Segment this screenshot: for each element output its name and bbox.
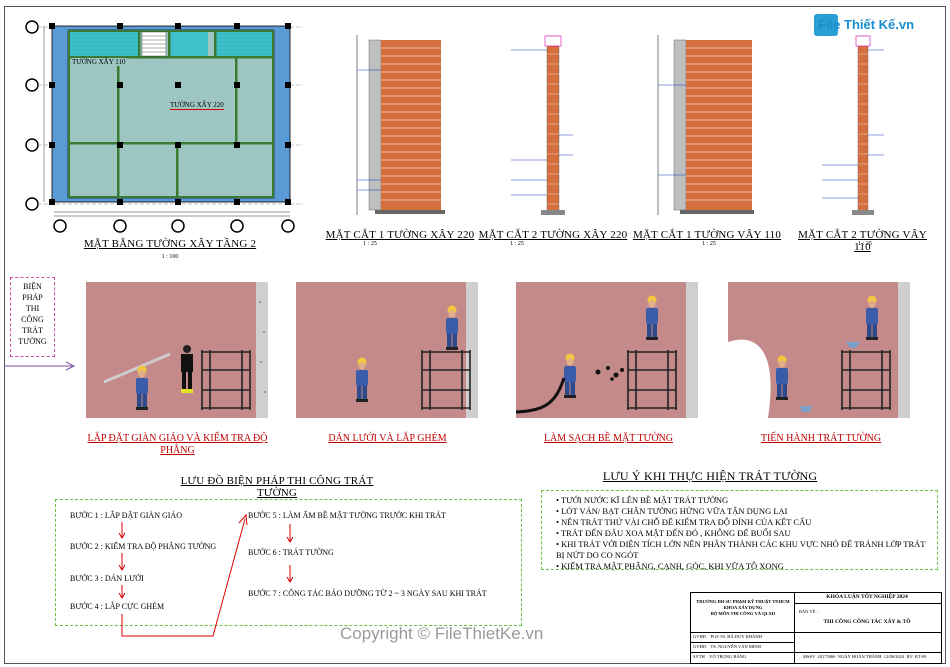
section-4-title: MẶT CẮT 2 TƯỜNG VÂY 110: [798, 229, 927, 253]
scene-2-caption: DÁN LƯỚI VÀ LẮP GHÉM: [328, 433, 447, 444]
notes-list: • TƯỚI NƯỚC KĨ LÊN BỀ MẶT TRÁT TƯỜNG • L…: [556, 495, 934, 572]
scene-3-caption: LÀM SẠCH BỀ MẶT TƯỜNG: [543, 433, 674, 444]
note-item: • KHI TRÁT VỚI DIỆN TÍCH LỚN NÊN PHÂN TH…: [556, 539, 926, 560]
flow-step-3: BƯỚC 3 : DÁN LƯỚI: [70, 574, 144, 583]
section-2-fence-110: [822, 35, 884, 215]
flow-step-1: BƯỚC 1 : LẮP ĐẶT GIÀN GIÁO: [70, 511, 182, 520]
floor-plan: [25, 20, 303, 233]
section-1-title: MẶT CẮT 1 TƯỜNG XÂY 220: [325, 229, 475, 241]
label-wall-110: TƯỜNG XÂY 110: [72, 58, 126, 66]
section-2-wall-220: [511, 35, 573, 215]
note-item: • LÓT VÁN/ BẠT CHÂN TƯỜNG HỨNG VỮA TẬN D…: [556, 506, 788, 516]
note-item: • TRÁT ĐẾN ĐÂU XOA MẶT ĐẾN ĐÓ , KHÔNG ĐỂ…: [556, 528, 791, 538]
tb-school: TRƯỜNG ĐH SƯ PHẠM KỸ THUẬT TP.HCM KHOA X…: [696, 599, 790, 616]
tb-row: SVTH VÕ TRỌNG BẰNG: [693, 654, 747, 659]
scene-mesh-attach: [296, 282, 478, 418]
section-4-scale: 1 : 25: [858, 241, 872, 247]
scene-1-caption: LẮP ĐẶT GIÀN GIÁO VÀ KIỂM TRA ĐỘ PHẲNG: [87, 433, 268, 456]
method-line: TƯỜNG: [18, 337, 47, 346]
flow-step-2: BƯỚC 2 : KIỂM TRA ĐỘ PHẲNG TƯỜNG: [70, 542, 217, 551]
tb-row: GVĐD TS. NGUYỄN VĂN MINH: [693, 644, 761, 649]
note-item: • KIỂM TRA MẶT PHẲNG, CẠNH, GÓC, KHI VỮA…: [556, 561, 784, 571]
method-line: CÔNG: [21, 315, 44, 324]
flow-title: LƯU ĐỒ BIỆN PHÁP THI CÔNG TRÁT TƯỜNG: [180, 475, 374, 499]
tb-footer: MSSV 20175066 NGÀY HOÀN THÀNH 12/06/2024…: [803, 654, 927, 659]
title-block: TRƯỜNG ĐH SƯ PHẠM KỸ THUẬT TP.HCM KHOA X…: [690, 592, 942, 664]
method-label-box: BIỆN PHÁP THI CÔNG TRÁT TƯỜNG: [10, 277, 55, 357]
logo-file-icon: [814, 14, 838, 36]
note-item: • NÊN TRÁT THỬ VÀI CHỖ ĐỂ KIỂM TRA ĐỘ DÍ…: [556, 517, 812, 527]
scene-surface-cleaning: [516, 282, 698, 418]
section-1-fence-110: [657, 35, 754, 215]
section-3-title: MẶT CẮT 1 TƯỜNG VÂY 110: [632, 229, 782, 241]
plan-scale: 1 : 100: [161, 254, 179, 260]
section-1-scale: 1 : 25: [363, 241, 377, 247]
tb-row: GVHD PGS TS. HÀ DUY KHÁNH: [693, 634, 762, 639]
method-line: BIỆN: [23, 282, 42, 291]
scene-4-caption: TIẾN HÀNH TRÁT TƯỜNG: [760, 433, 882, 444]
logo-text: File Thiết Kế.vn: [818, 17, 915, 32]
method-line: THI: [25, 304, 40, 313]
section-2-scale: 1 : 25: [510, 241, 524, 247]
scene-scaffold-install: [86, 282, 268, 418]
site-logo: File Thiết Kế.vn: [814, 14, 924, 38]
tb-thesis: KHÓA LUẬN TỐT NGHIỆP 2024: [826, 594, 908, 600]
tb-drawing-name: THI CÔNG CÔNG TÁC XÂY & TÔ: [823, 619, 911, 625]
scene-plastering: [728, 282, 910, 418]
notes-title: LƯU Ý KHI THỰC HIỆN TRÁT TƯỜNG: [602, 469, 818, 483]
flow-step-4: BƯỚC 4 : LẮP CỰC GHÉM: [70, 602, 165, 611]
label-wall-220: TƯỜNG XÂY 220: [170, 101, 224, 110]
method-arrow: [4, 361, 76, 371]
flow-arrows: [118, 513, 294, 637]
section-1-wall-220: [356, 35, 445, 215]
section-2-title: MẶT CẮT 2 TƯỜNG XÂY 220: [478, 229, 628, 241]
method-line: TRÁT: [22, 326, 43, 335]
copyright-watermark: Copyright © FileThietKe.vn: [340, 624, 544, 643]
tb-drawing-label: BẢN VẼ :: [799, 609, 818, 614]
flow-step-7: BƯỚC 7 : CÔNG TÁC BẢO DƯỠNG TỪ 2 ~ 3 NGÀ…: [248, 589, 487, 598]
method-line: PHÁP: [22, 293, 43, 302]
section-3-scale: 1 : 25: [702, 241, 716, 247]
plan-title: MẶT BẰNG TƯỜNG XÂY TẦNG 2: [83, 238, 257, 250]
flow-box: [55, 499, 522, 626]
flow-step-5: BƯỚC 5 : LÀM ẨM BỀ MẶT TƯỜNG TRƯỚC KHI T…: [248, 511, 447, 520]
note-item: • TƯỚI NƯỚC KĨ LÊN BỀ MẶT TRÁT TƯỜNG: [556, 495, 729, 505]
notes-box: [541, 490, 938, 570]
flow-step-6: BƯỚC 6 : TRÁT TƯỜNG: [248, 548, 334, 557]
drawing-frame: [4, 6, 946, 664]
